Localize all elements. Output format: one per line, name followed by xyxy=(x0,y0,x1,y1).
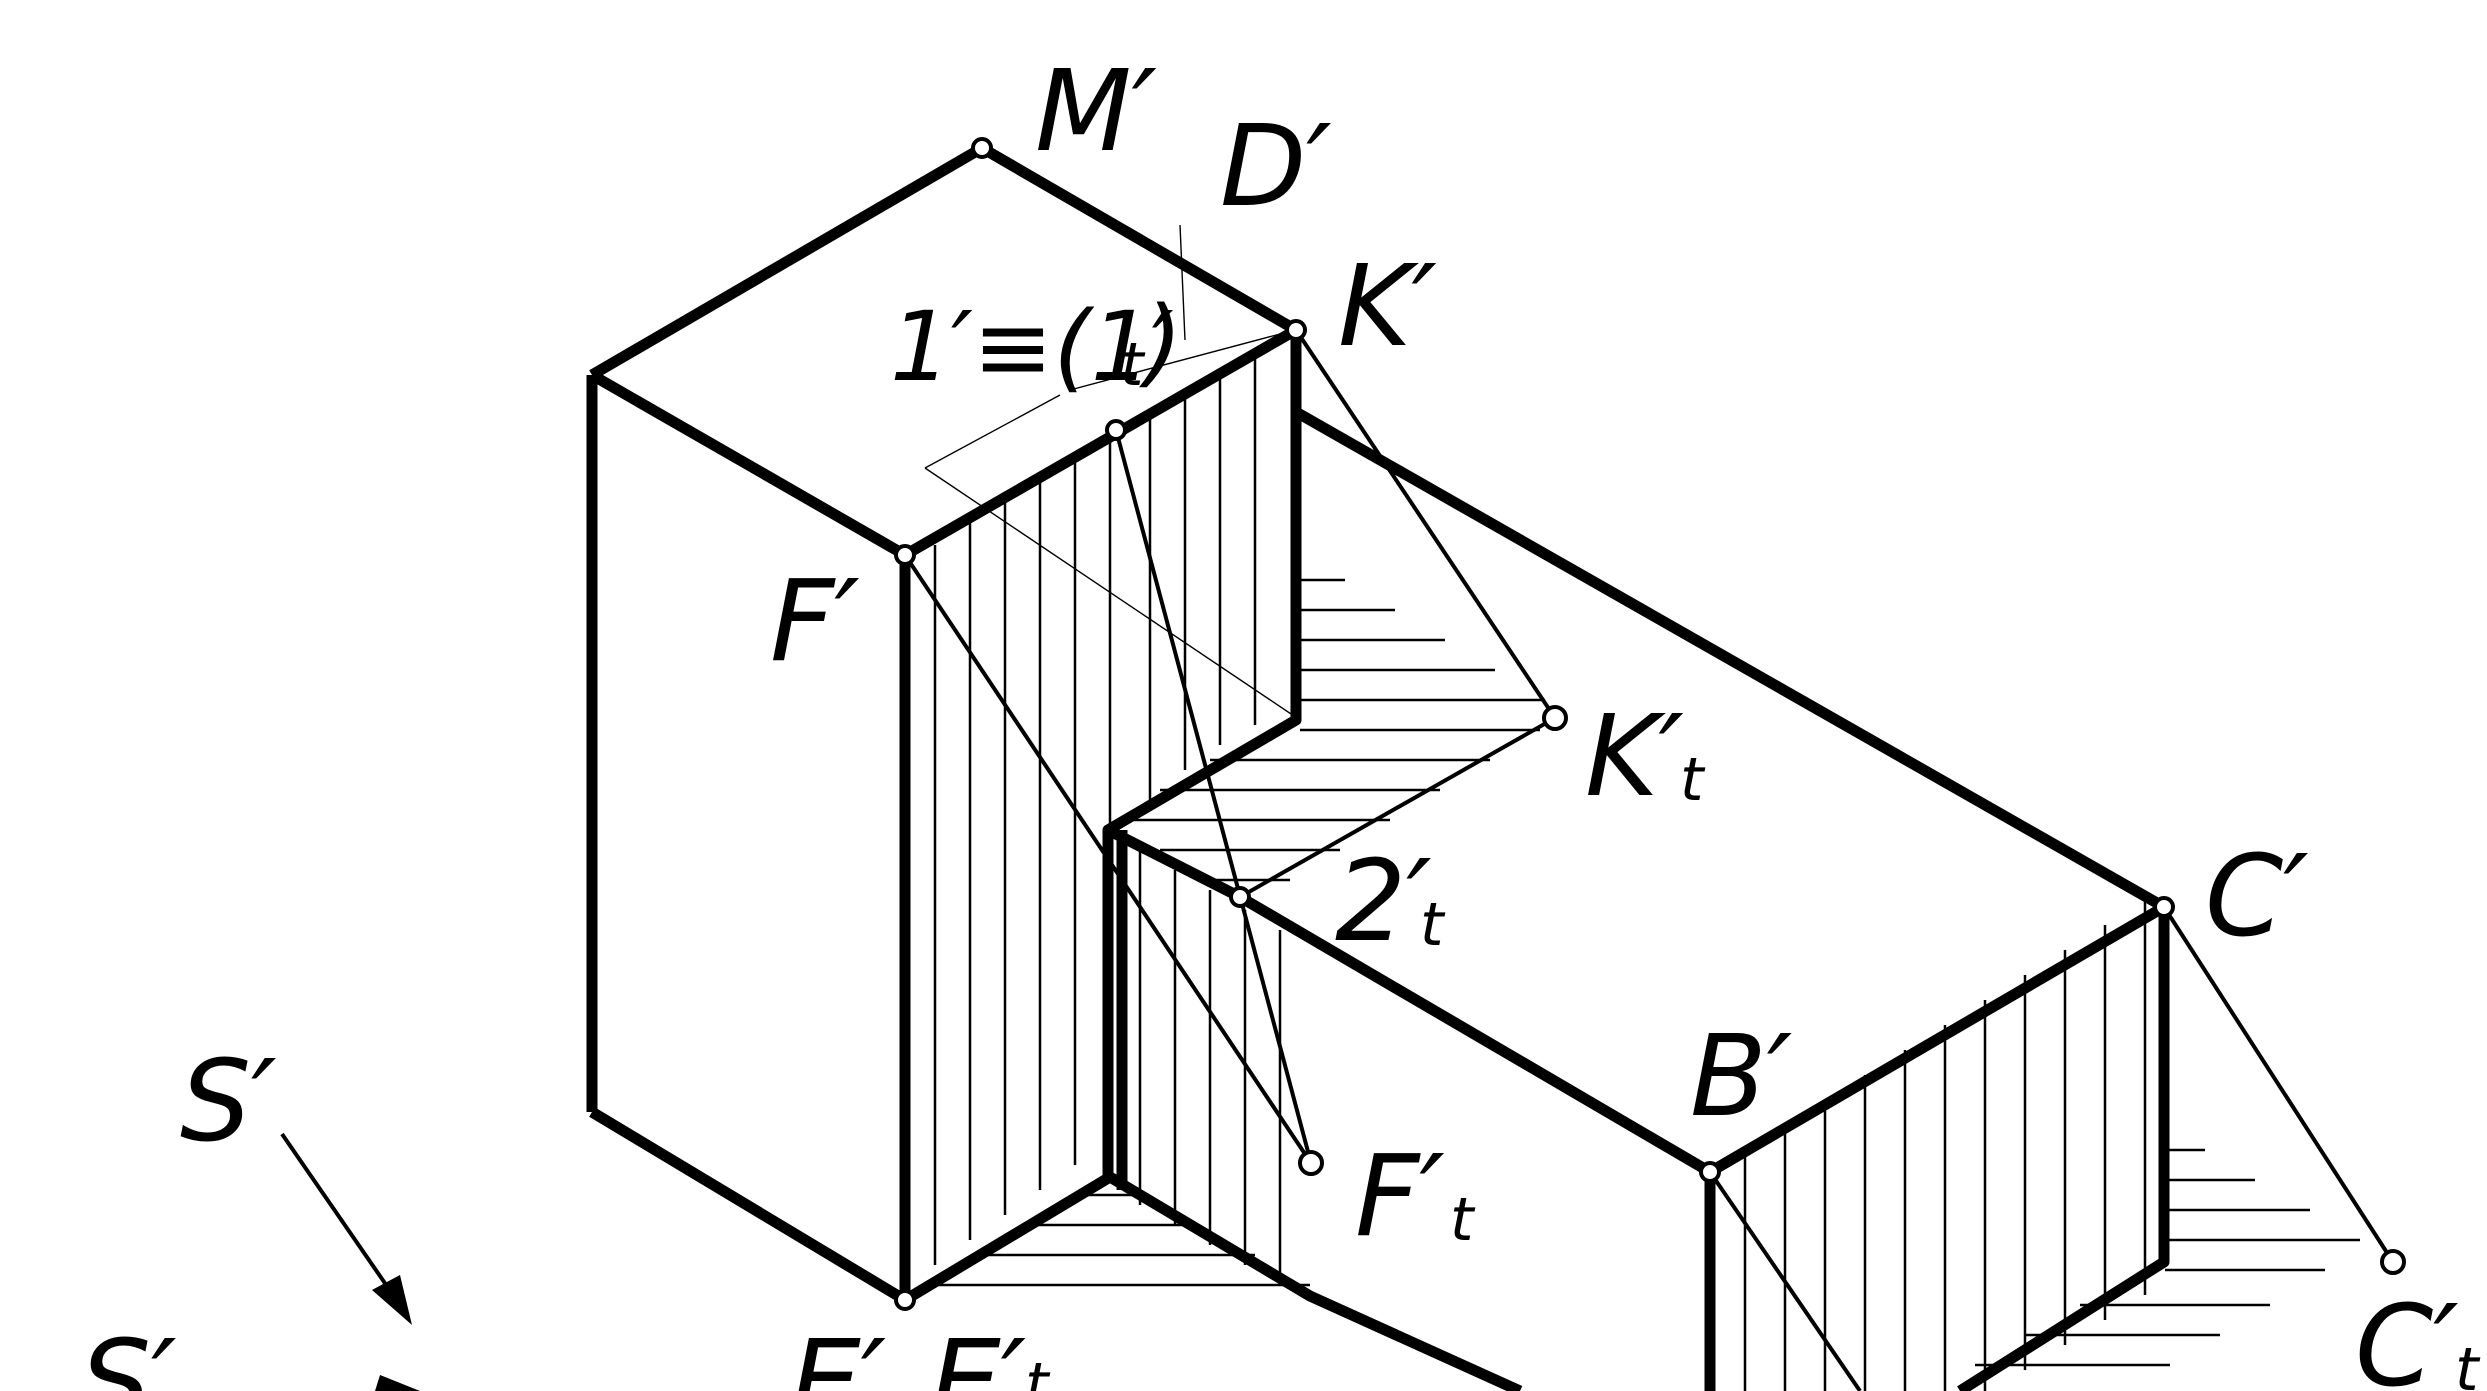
label-Kt: K′ xyxy=(1585,692,1684,822)
shade-hatching xyxy=(930,350,2360,1391)
label-M: M′ xyxy=(1035,47,1157,177)
point-markers xyxy=(894,137,2406,1311)
point-labels: M′ D′ K′ 1′≡(1′ t ) F′ K′ t 2′ t C′ B′ F… xyxy=(80,47,2481,1391)
label-E: E′ xyxy=(790,1317,886,1391)
point-1 xyxy=(1105,419,1127,441)
point-B xyxy=(1699,1161,1721,1183)
label-K: K′ xyxy=(1338,242,1437,372)
light-direction-arrow xyxy=(280,1132,412,1325)
point-C xyxy=(2153,896,2175,918)
label-Et-sub: t xyxy=(1025,1350,1051,1391)
label-C: C′ xyxy=(2205,832,2309,962)
label-D: D′ xyxy=(1220,102,1332,232)
point-F xyxy=(894,544,916,566)
point-K xyxy=(1285,319,1307,341)
point-2t xyxy=(1229,886,1251,908)
label-S-lower: S′ xyxy=(80,1317,177,1391)
label-1-close: ) xyxy=(1139,286,1182,398)
label-Ct-sub: t xyxy=(2455,1335,2481,1391)
label-1: 1′≡(1′ xyxy=(890,291,1174,403)
label-Ct: C′ xyxy=(2355,1282,2459,1391)
light-direction-arrow-lower xyxy=(375,1375,420,1391)
point-Ft xyxy=(1298,1150,1324,1176)
label-F: F′ xyxy=(770,557,860,687)
label-B: B′ xyxy=(1690,1012,1792,1142)
light-ray-lines xyxy=(903,328,2395,1391)
label-1-sub: t xyxy=(1120,330,1146,400)
label-Kt-sub: t xyxy=(1680,745,1706,815)
label-Ft: F′ xyxy=(1355,1132,1445,1262)
point-Ct xyxy=(2380,1249,2406,1275)
label-Et: E′ xyxy=(930,1317,1026,1391)
label-S-upper: S′ xyxy=(180,1037,277,1167)
point-E xyxy=(894,1289,916,1311)
label-2t: 2′ xyxy=(1335,837,1432,967)
point-M xyxy=(971,137,993,159)
label-2t-sub: t xyxy=(1420,890,1446,960)
point-Kt xyxy=(1542,705,1568,731)
label-Ft-sub: t xyxy=(1450,1185,1476,1255)
